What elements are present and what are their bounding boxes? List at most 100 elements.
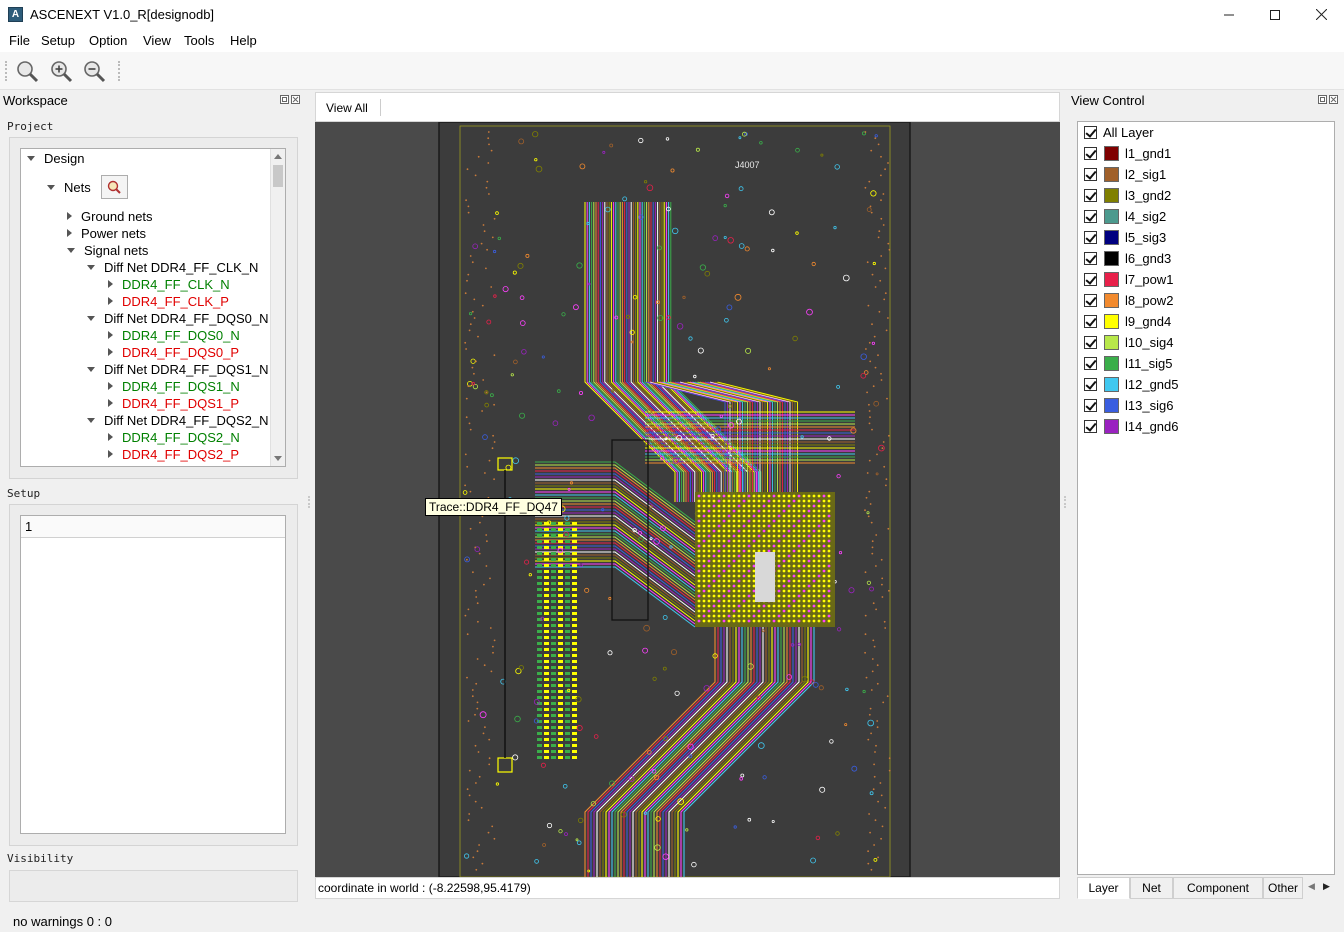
layer-color-swatch[interactable] xyxy=(1104,188,1119,203)
menu-file[interactable]: File xyxy=(9,33,30,48)
layer-checkbox[interactable] xyxy=(1084,210,1097,223)
tree-item-net-n[interactable]: DDR4_FF_DQS0_N xyxy=(108,328,240,345)
layer-color-swatch[interactable] xyxy=(1104,146,1119,161)
menu-setup[interactable]: Setup xyxy=(41,33,75,48)
layer-checkbox[interactable] xyxy=(1084,147,1097,160)
layer-color-swatch[interactable] xyxy=(1104,293,1119,308)
layer-label: l1_gnd1 xyxy=(1125,146,1172,161)
zoom-out-button[interactable] xyxy=(82,59,106,83)
layer-row-l14_gnd6[interactable]: l14_gnd6 xyxy=(1078,417,1334,438)
layer-checkbox[interactable] xyxy=(1084,378,1097,391)
layer-row-all[interactable]: All Layer xyxy=(1078,123,1334,144)
tab-net[interactable]: Net xyxy=(1130,877,1173,899)
layer-checkbox[interactable] xyxy=(1084,252,1097,265)
layer-row-l2_sig1[interactable]: l2_sig1 xyxy=(1078,165,1334,186)
tab-component[interactable]: Component xyxy=(1173,877,1263,899)
tab-scroll-left-icon[interactable]: ◀ xyxy=(1308,881,1315,891)
layer-row-l1_gnd1[interactable]: l1_gnd1 xyxy=(1078,144,1334,165)
tree-item-net-p[interactable]: DDR4_FF_CLK_P xyxy=(108,294,229,311)
toolbar-grip-2[interactable] xyxy=(118,61,121,81)
collapse-icon xyxy=(108,280,113,288)
tree-item-net-p[interactable]: DDR4_FF_DQS0_P xyxy=(108,345,239,362)
maximize-button[interactable] xyxy=(1252,0,1298,30)
zoom-fit-icon xyxy=(17,61,39,83)
tree-item-diff-net[interactable]: Diff Net DDR4_FF_DQS2_N xyxy=(87,413,268,430)
layer-color-swatch[interactable] xyxy=(1104,335,1119,350)
tree-item-diff-net[interactable]: Diff Net DDR4_FF_DQS0_N xyxy=(87,311,268,328)
layer-color-swatch[interactable] xyxy=(1104,209,1119,224)
menu-option[interactable]: Option xyxy=(89,33,128,48)
toolbar-grip[interactable] xyxy=(5,61,8,81)
tab-other[interactable]: Other xyxy=(1263,877,1303,899)
layer-color-swatch[interactable] xyxy=(1104,377,1119,392)
layer-checkbox[interactable] xyxy=(1084,420,1097,433)
layer-checkbox[interactable] xyxy=(1084,294,1097,307)
scroll-up-icon[interactable] xyxy=(274,154,282,159)
layer-row-l6_gnd3[interactable]: l6_gnd3 xyxy=(1078,249,1334,270)
layer-color-swatch[interactable] xyxy=(1104,272,1119,287)
layer-color-swatch[interactable] xyxy=(1104,398,1119,413)
tree-item-net-n[interactable]: DDR4_FF_CLK_N xyxy=(108,277,230,294)
layer-row-l8_pow2[interactable]: l8_pow2 xyxy=(1078,291,1334,312)
layer-color-swatch[interactable] xyxy=(1104,419,1119,434)
collapse-icon xyxy=(108,331,113,339)
right-splitter[interactable] xyxy=(1064,496,1067,508)
layer-color-swatch[interactable] xyxy=(1104,251,1119,266)
layer-checkbox[interactable] xyxy=(1084,315,1097,328)
layer-row-l7_pow1[interactable]: l7_pow1 xyxy=(1078,270,1334,291)
tree-item-net-p[interactable]: DDR4_FF_DQS2_P xyxy=(108,447,239,464)
tab-view-all[interactable]: View All xyxy=(326,101,368,115)
menu-tools[interactable]: Tools xyxy=(184,33,215,48)
layer-color-swatch[interactable] xyxy=(1104,230,1119,245)
layer-checkbox[interactable] xyxy=(1084,189,1097,202)
layer-row-l5_sig3[interactable]: l5_sig3 xyxy=(1078,228,1334,249)
all-layer-checkbox[interactable] xyxy=(1084,126,1097,139)
menu-help[interactable]: Help xyxy=(230,33,257,48)
menu-view[interactable]: View xyxy=(143,33,171,48)
tree-item-net-n[interactable]: DDR4_FF_DQS1_N xyxy=(108,379,240,396)
pcb-canvas[interactable]: J4007 xyxy=(315,122,1060,877)
workspace-dock-buttons[interactable] xyxy=(280,95,300,107)
tree-item-design[interactable]: Design xyxy=(27,151,84,168)
layer-row-l10_sig4[interactable]: l10_sig4 xyxy=(1078,333,1334,354)
tree-item-nets[interactable]: Nets xyxy=(47,180,91,197)
tree-item-power-nets[interactable]: Power nets xyxy=(67,226,146,243)
expand-icon xyxy=(87,367,95,372)
layer-checkbox[interactable] xyxy=(1084,273,1097,286)
layer-checkbox[interactable] xyxy=(1084,357,1097,370)
layer-color-swatch[interactable] xyxy=(1104,314,1119,329)
layer-row-l12_gnd5[interactable]: l12_gnd5 xyxy=(1078,375,1334,396)
layer-label: l2_sig1 xyxy=(1125,167,1167,182)
tree-item-diff-net[interactable]: Diff Net DDR4_FF_DQS1_N xyxy=(87,362,268,379)
tree-item-net-n[interactable]: DDR4_FF_DQS2_N xyxy=(108,430,240,447)
layer-checkbox[interactable] xyxy=(1084,231,1097,244)
layer-checkbox[interactable] xyxy=(1084,399,1097,412)
zoom-fit-button[interactable] xyxy=(15,59,39,83)
tree-item-ground-nets[interactable]: Ground nets xyxy=(67,209,153,226)
layer-color-swatch[interactable] xyxy=(1104,356,1119,371)
tree-item-diff-net[interactable]: Diff Net DDR4_FF_CLK_N xyxy=(87,260,258,277)
tab-layer[interactable]: Layer xyxy=(1077,877,1130,899)
net-search-button[interactable] xyxy=(101,175,128,199)
layer-row-l4_sig2[interactable]: l4_sig2 xyxy=(1078,207,1334,228)
tree-item-net-p[interactable]: DDR4_FF_DQS1_P xyxy=(108,396,239,413)
close-button[interactable] xyxy=(1298,0,1344,30)
layer-row-l11_sig5[interactable]: l11_sig5 xyxy=(1078,354,1334,375)
scroll-thumb[interactable] xyxy=(273,165,283,187)
tree-scrollbar[interactable] xyxy=(270,149,285,466)
layer-row-l9_gnd4[interactable]: l9_gnd4 xyxy=(1078,312,1334,333)
tree-label: DDR4_FF_CLK_P xyxy=(122,294,229,309)
layer-row-l13_sig6[interactable]: l13_sig6 xyxy=(1078,396,1334,417)
view-control-dock-buttons[interactable] xyxy=(1318,95,1338,107)
minimize-button[interactable] xyxy=(1206,0,1252,30)
layer-row-l3_gnd2[interactable]: l3_gnd2 xyxy=(1078,186,1334,207)
tree-item-signal-nets[interactable]: Signal nets xyxy=(67,243,148,260)
tab-scroll-right-icon[interactable]: ▶ xyxy=(1323,881,1330,891)
scroll-down-icon[interactable] xyxy=(274,456,282,461)
layer-checkbox[interactable] xyxy=(1084,168,1097,181)
setup-list[interactable]: 1 xyxy=(20,515,286,834)
left-splitter[interactable] xyxy=(308,496,311,508)
zoom-in-button[interactable] xyxy=(49,59,73,83)
layer-color-swatch[interactable] xyxy=(1104,167,1119,182)
layer-checkbox[interactable] xyxy=(1084,336,1097,349)
